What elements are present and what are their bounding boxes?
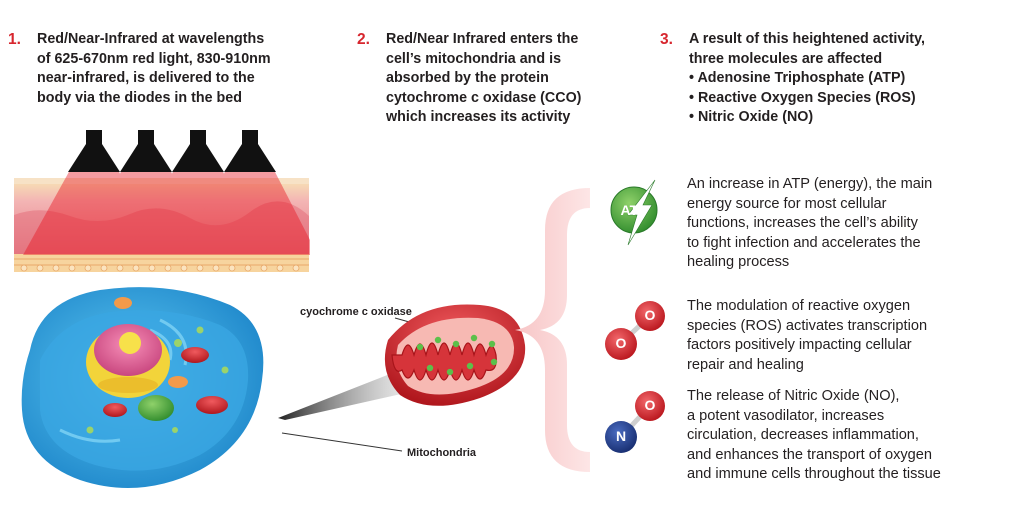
atp-molecule-icon — [610, 179, 658, 246]
effect-atp-line: functions, increases the cell’s ability — [687, 215, 918, 231]
mitochondria-pointer — [281, 432, 403, 452]
effect-ros-line: The modulation of reactive oxygen — [687, 298, 911, 314]
effect-atp-line: to fight infection and accelerates the — [687, 234, 921, 251]
light-beams — [23, 170, 310, 255]
effect-no: The release of Nitric Oxide (NO), a pote… — [687, 387, 941, 485]
nitrogen-label: N — [615, 428, 627, 444]
step-1-line: body via the diodes in the bed — [37, 89, 242, 106]
effect-ros-line: factors positively impacting cellular — [687, 337, 912, 353]
step-3-line: • Reactive Oxygen Species (ROS) — [689, 89, 916, 106]
lamp-icon — [68, 130, 276, 172]
oxygen-label: O — [644, 307, 656, 323]
oxygen-label: O — [644, 397, 656, 413]
effect-no-line: and enhances the transport of oxygen — [687, 446, 933, 463]
step-2-line: absorbed by the protein — [386, 70, 549, 86]
brace-icon — [515, 188, 590, 472]
effect-no-line: circulation, decreases inflammation, — [687, 427, 919, 443]
effect-atp: An increase in ATP (energy), the main en… — [687, 175, 932, 273]
effect-no-line: and immune cells throughout the tissue — [687, 466, 941, 482]
step-1-number: 1. — [8, 31, 21, 48]
step-2-line: cytochrome c oxidase (CCO) — [386, 89, 582, 106]
zoom-beam — [278, 372, 410, 420]
step-1-text: Red/Near-Infrared at wavelengths of 625-… — [37, 30, 271, 108]
cell-icon — [21, 287, 264, 488]
step-3-line: three molecules are affected — [689, 50, 883, 67]
step-3-text: A result of this heightened activity, th… — [689, 30, 925, 128]
step-3-line: • Nitric Oxide (NO) — [689, 109, 814, 125]
effect-atp-line: An increase in ATP (energy), the main — [687, 176, 933, 192]
mitochondrion-icon — [384, 304, 526, 406]
mitochondria-label: Mitochondria — [407, 447, 477, 459]
effect-ros-line: species (ROS) activates transcription — [687, 317, 928, 334]
step-1-line: near-infrared, is delivered to the — [37, 70, 255, 86]
step-3-line: • Adenosine Triphosphate (ATP) — [689, 70, 906, 86]
step-1-line: of 625-670nm red light, 830-910nm — [37, 50, 271, 67]
step-2-number: 2. — [357, 31, 370, 48]
step-2-line: Red/Near Infrared enters the — [386, 31, 579, 47]
effect-no-line: The release of Nitric Oxide (NO), — [687, 388, 900, 404]
no-molecule-icon — [605, 391, 665, 453]
tissue-block — [14, 178, 309, 272]
effect-atp-line: energy source for most cellular — [687, 195, 887, 212]
step-2-line: which increases its activity — [386, 109, 571, 125]
step-1-line: Red/Near-Infrared at wavelengths — [37, 31, 265, 47]
effect-ros-line: repair and healing — [687, 356, 804, 373]
effect-no-line: a potent vasodilator, increases — [687, 407, 885, 424]
cco-label: cyochrome c oxidase — [300, 306, 412, 318]
step-2-line: cell’s mitochondria and is — [386, 50, 562, 67]
oxygen-label: O — [615, 335, 627, 351]
step-3-number: 3. — [660, 31, 673, 48]
effect-atp-line: healing process — [687, 254, 790, 270]
ros-molecule-icon — [605, 301, 665, 360]
effect-ros: The modulation of reactive oxygen specie… — [687, 297, 927, 375]
step-3-line: A result of this heightened activity, — [689, 31, 925, 47]
step-2-text: Red/Near Infrared enters the cell’s mito… — [386, 30, 581, 128]
atp-label: ATP — [620, 202, 648, 218]
